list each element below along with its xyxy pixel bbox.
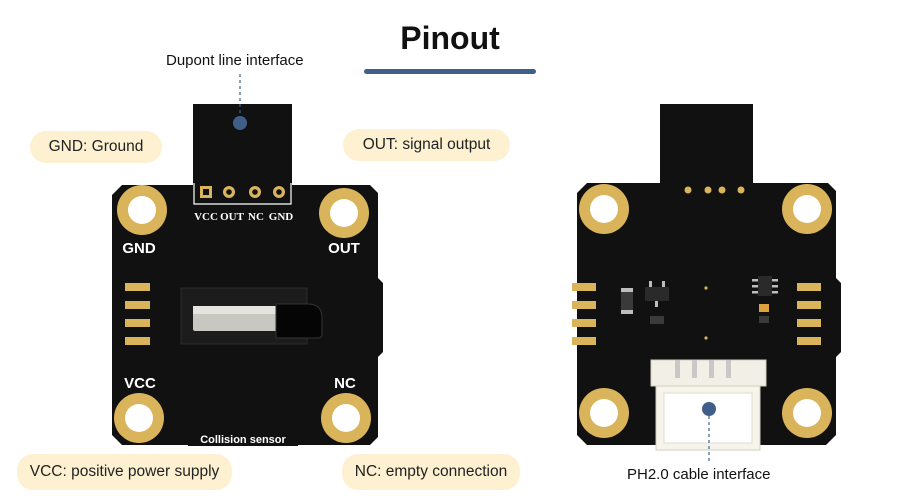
ph20-marker-dot xyxy=(702,402,716,416)
back-connector-housing xyxy=(660,104,753,190)
title-underline xyxy=(364,69,536,74)
header-pin-label-vcc: VCC xyxy=(194,211,218,223)
mounting-hole-gnd xyxy=(117,185,167,235)
header-silk-outline xyxy=(193,183,292,205)
header-pin-label-nc: NC xyxy=(248,211,264,223)
front-board: VCC OUT NC GND GND OUT VCC NC Collision … xyxy=(112,74,383,446)
board-name: Collision sensor xyxy=(200,434,286,446)
callout-nc: NC: empty connection xyxy=(342,454,520,490)
back-edge-pads-right xyxy=(797,283,821,345)
corner-label-nc: NC xyxy=(334,375,356,392)
back-board xyxy=(572,104,841,462)
header-pin-label-gnd: GND xyxy=(269,211,294,223)
corner-label-out: OUT xyxy=(328,240,360,257)
back-pcb xyxy=(577,183,841,445)
callout-out: OUT: signal output xyxy=(343,129,510,161)
header-pin-label-out: OUT xyxy=(220,211,245,223)
corner-label-gnd: GND xyxy=(122,240,156,257)
dupont-marker-dot xyxy=(233,116,247,130)
callout-dupont-interface: Dupont line interface xyxy=(166,52,304,69)
back-mounting-hole-tl xyxy=(579,184,629,234)
front-edge-pads xyxy=(125,283,150,345)
mounting-hole-out xyxy=(319,188,369,238)
page-title: Pinout xyxy=(400,20,500,56)
mounting-hole-vcc xyxy=(114,393,164,443)
callout-ph20-interface: PH2.0 cable interface xyxy=(627,466,771,483)
smd-components xyxy=(621,276,778,340)
collision-switch xyxy=(180,287,323,345)
board-name-bar xyxy=(188,430,298,446)
back-header-holes xyxy=(684,186,745,194)
corner-label-vcc: VCC xyxy=(124,375,156,392)
back-mounting-hole-br xyxy=(782,388,832,438)
back-mounting-hole-bl xyxy=(579,388,629,438)
callout-vcc: VCC: positive power supply xyxy=(17,454,232,490)
ph20-connector xyxy=(650,359,767,451)
back-mounting-hole-tr xyxy=(782,184,832,234)
mounting-hole-nc xyxy=(321,393,371,443)
back-edge-pads-left xyxy=(572,283,596,345)
callout-gnd: GND: Ground xyxy=(30,131,162,163)
header-pin-pads xyxy=(200,186,285,198)
